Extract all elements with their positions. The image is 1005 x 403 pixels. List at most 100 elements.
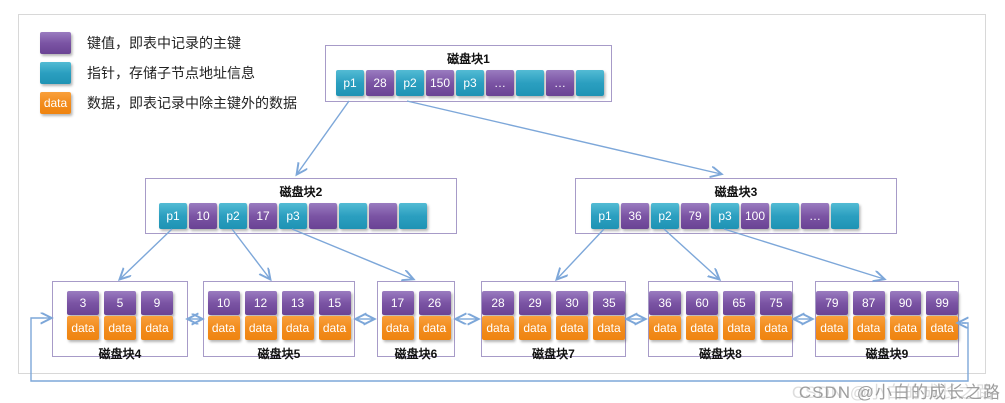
disk-block-title: 磁盘块5	[257, 347, 301, 361]
disk-block-title: 磁盘块1	[447, 52, 490, 66]
key-cell: 150	[426, 70, 454, 96]
pointer-swatch	[40, 62, 71, 84]
key-cell: 28	[366, 70, 394, 96]
data-cell: data	[482, 316, 514, 340]
disk-block-title: 磁盘块7	[532, 347, 575, 361]
key-cell: 90	[889, 291, 922, 315]
key-cell	[369, 203, 397, 229]
key-swatch	[40, 32, 71, 54]
key-cell: 87	[852, 291, 885, 315]
pointer-cell	[831, 203, 859, 229]
key-cell: 29	[519, 291, 551, 315]
key-cell: 10	[189, 203, 217, 229]
disk-block-title: 磁盘块6	[394, 347, 438, 361]
key-cell: 100	[741, 203, 769, 229]
data-cell: data	[593, 316, 625, 340]
pointer-cell: p3	[711, 203, 739, 229]
legend-item-pointer: 指针，存储子节点地址信息	[40, 58, 297, 88]
key-cell: 36	[621, 203, 649, 229]
key-cell: 12	[244, 291, 277, 315]
data-cell: data	[852, 316, 885, 340]
key-cell: …	[486, 70, 514, 96]
pointer-cell: p3	[456, 70, 484, 96]
pointer-cell: p2	[651, 203, 679, 229]
pointer-cell: p1	[159, 203, 187, 229]
data-cell: data	[67, 316, 99, 340]
data-cell: data	[104, 316, 136, 340]
data-cell: data	[281, 316, 314, 340]
key-cell: 79	[816, 291, 848, 315]
key-cell: 3	[67, 291, 99, 315]
key-cell: 5	[104, 291, 136, 315]
key-cell: 99	[926, 291, 958, 315]
disk-block-title: 磁盘块3	[714, 185, 758, 199]
pointer-cell: p1	[336, 70, 364, 96]
key-cell: …	[546, 70, 574, 96]
key-cell: 26	[418, 291, 451, 315]
key-cell: 35	[593, 291, 625, 315]
data-cell: data	[889, 316, 922, 340]
data-cell: data	[816, 316, 848, 340]
pointer-cell	[339, 203, 367, 229]
data-cell: data	[141, 316, 173, 340]
data-cell: data	[318, 316, 351, 340]
pointer-cell: p2	[396, 70, 424, 96]
key-cell: 17	[381, 291, 414, 315]
pointer-cell: p2	[219, 203, 247, 229]
key-cell: 10	[207, 291, 240, 315]
key-cell: …	[801, 203, 829, 229]
pointer-cell	[516, 70, 544, 96]
key-cell: 36	[649, 291, 681, 315]
legend-label: 键值，即表中记录的主键	[87, 35, 241, 51]
data-cell: data	[519, 316, 551, 340]
pointer-cell: p1	[591, 203, 619, 229]
data-cell: data	[926, 316, 958, 340]
disk-block-title: 磁盘块9	[865, 347, 909, 361]
key-cell: 28	[482, 291, 514, 315]
key-cell: 17	[249, 203, 277, 229]
key-cell: 75	[760, 291, 792, 315]
key-cell: 30	[556, 291, 588, 315]
disk-block-title: 磁盘块2	[279, 185, 323, 199]
key-cell: 9	[141, 291, 173, 315]
legend-item-data: data 数据，即表记录中除主键外的数据	[40, 88, 297, 118]
legend-label: 指针，存储子节点地址信息	[87, 65, 255, 81]
data-swatch: data	[40, 92, 71, 114]
pointer-cell	[576, 70, 604, 96]
legend: 键值，即表中记录的主键 指针，存储子节点地址信息 data 数据，即表记录中除主…	[40, 28, 297, 118]
pointer-cell	[399, 203, 427, 229]
data-cell: data	[207, 316, 240, 340]
legend-label: 数据，即表记录中除主键外的数据	[87, 95, 297, 111]
key-cell: 15	[318, 291, 351, 315]
